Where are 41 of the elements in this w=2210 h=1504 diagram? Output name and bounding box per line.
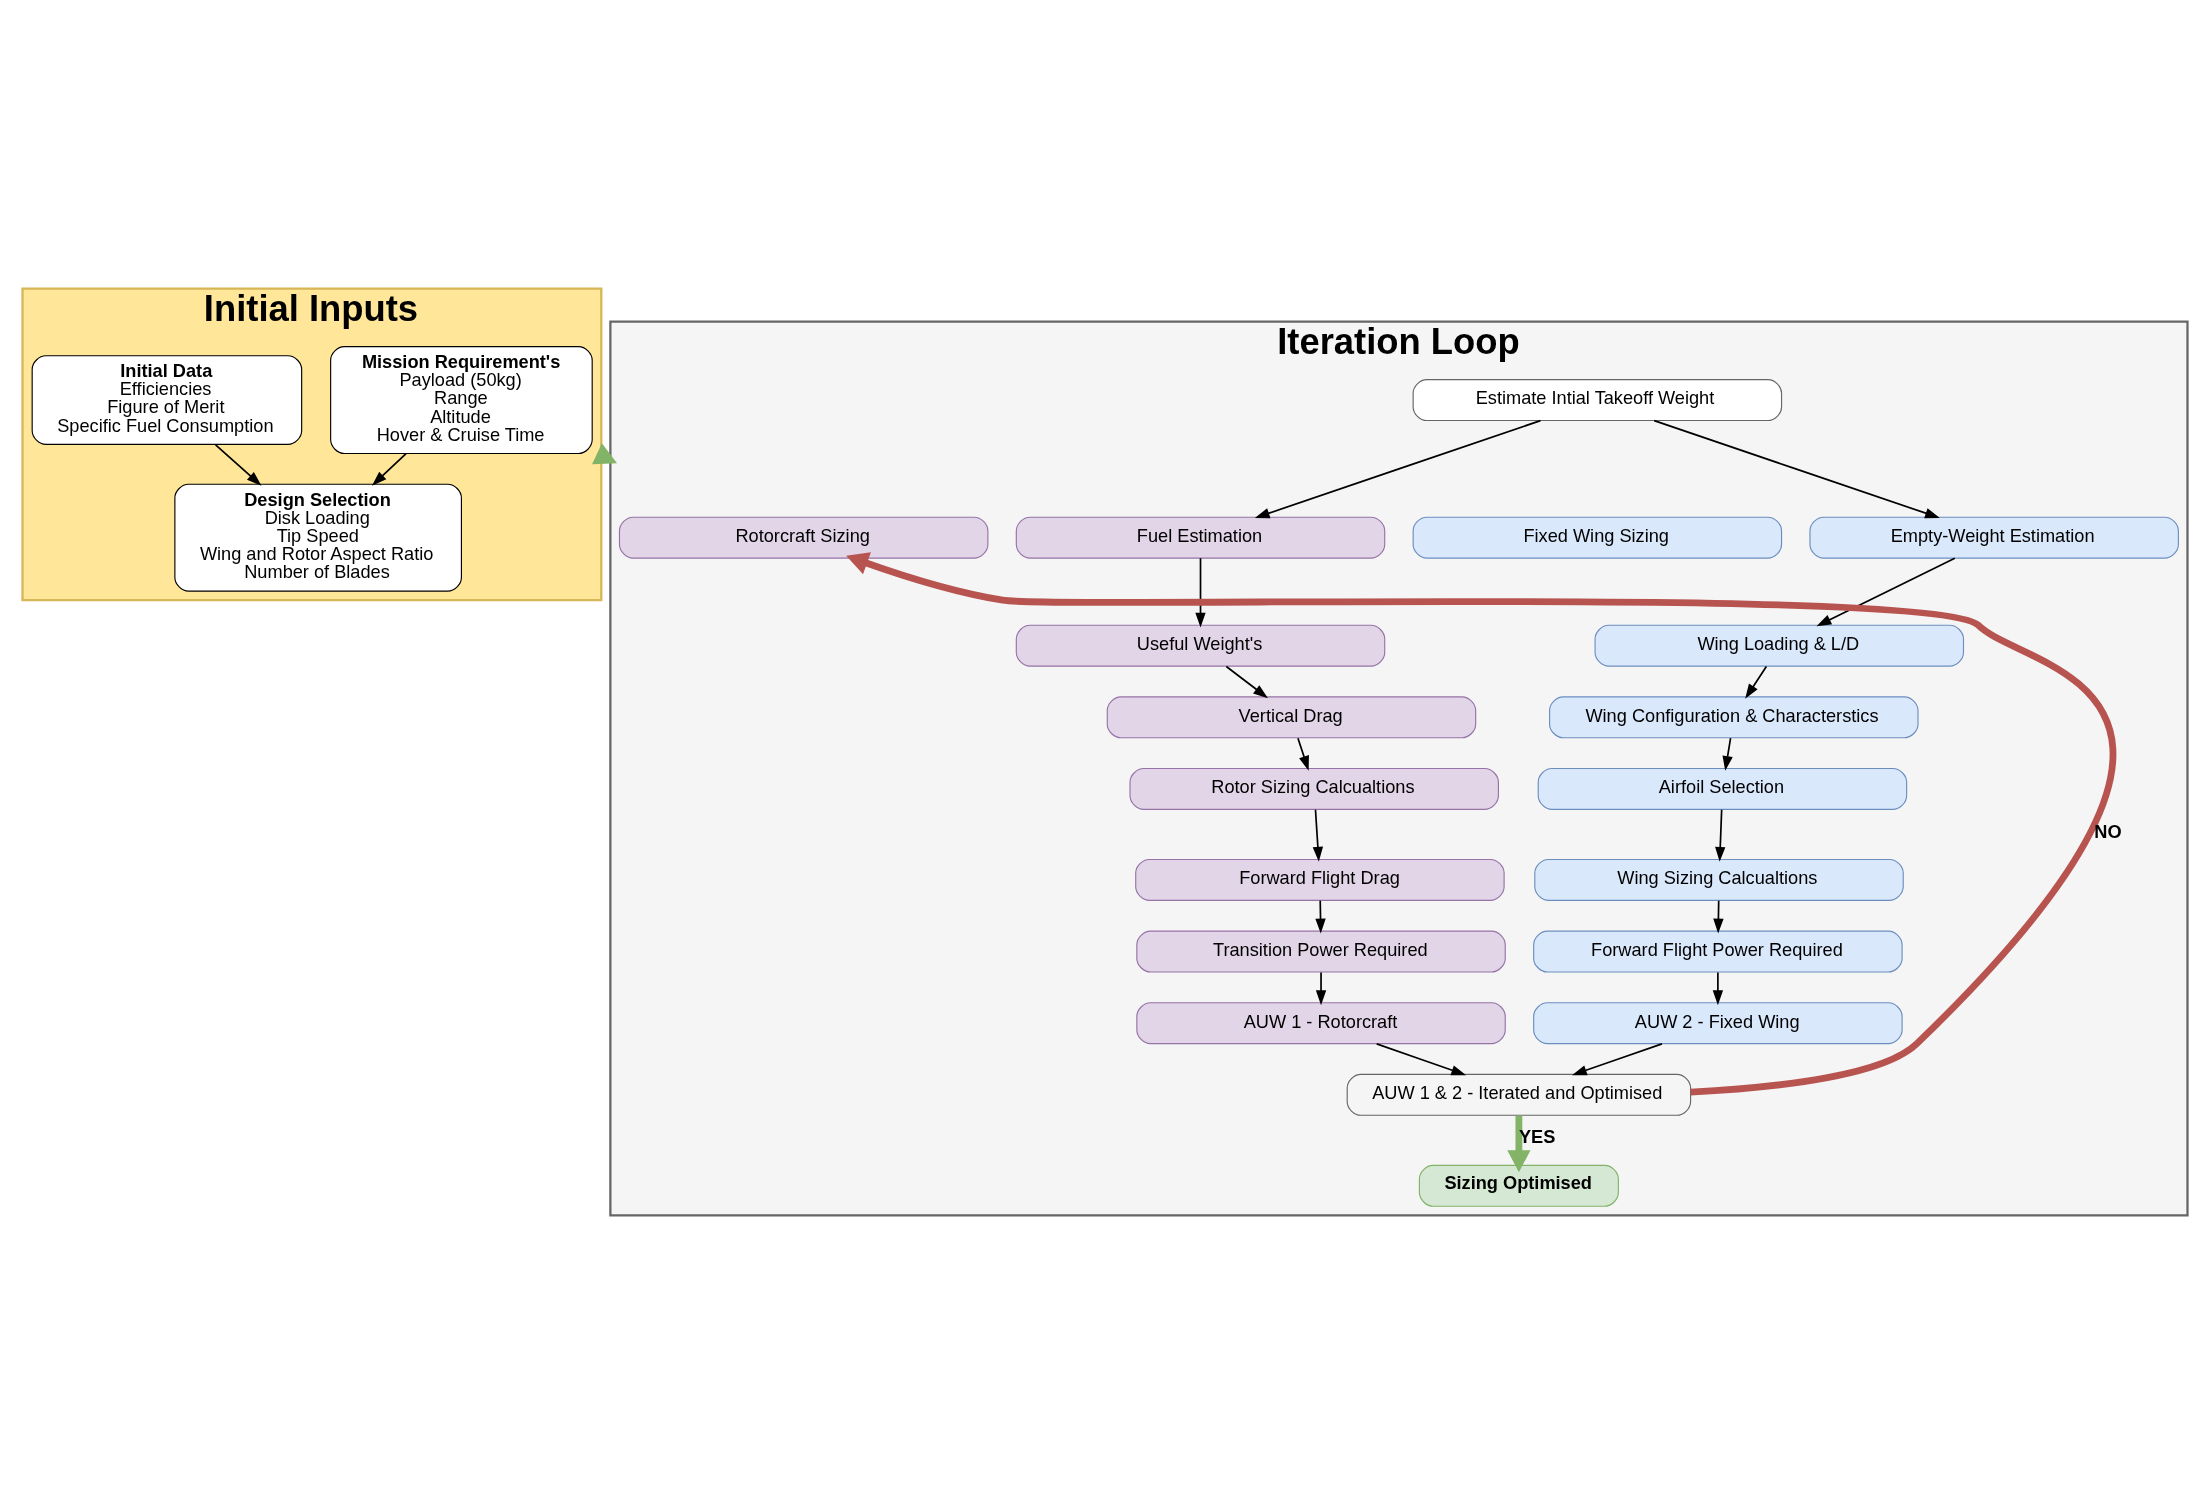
arrow — [1507, 1115, 1531, 1173]
node-box: Initial Data Efficiencies Figure of Merit Specific Fuel Consumption — [31, 355, 303, 445]
node-box: Wing Sizing Calcualtions — [1534, 858, 1904, 901]
node-box: Estimate Intial Takeoff Weight — [1412, 379, 1783, 422]
node-box: Fixed Wing Sizing — [1412, 516, 1783, 559]
node-box: Mission Requirement's Payload (50kg) Range Altitude Hover & Cruise Time — [330, 346, 593, 455]
arrow — [1712, 971, 1724, 1006]
arrow — [1315, 899, 1326, 934]
arrow — [1715, 808, 1726, 862]
node-box: AUW 1 - Rotorcraft — [1136, 1002, 1506, 1045]
arrow — [1312, 808, 1324, 862]
arrow — [1315, 971, 1327, 1006]
node-box: Useful Weight's — [1015, 624, 1386, 667]
node-box: AUW 1 & 2 - Iterated and Optimised — [1346, 1073, 1692, 1116]
arrow — [1713, 899, 1724, 934]
node-box: Rotor Sizing Calcualtions — [1129, 767, 1499, 810]
arrow — [1816, 557, 1956, 627]
edge-label: NO — [2094, 821, 2122, 842]
node-box: AUW 2 - Fixed Wing — [1533, 1002, 1903, 1045]
node-box: Transition Power Required — [1136, 930, 1506, 973]
node-box: Forward Flight Power Required — [1533, 930, 1903, 973]
node-box: Rotorcraft Sizing — [618, 516, 989, 559]
arrow — [1195, 557, 1206, 628]
node-box: Vertical Drag — [1106, 696, 1477, 739]
node-box: Airfoil Selection — [1537, 767, 1908, 810]
node-box: Sizing Optimised — [1418, 1164, 1619, 1207]
node-box: Design Selection Disk Loading Tip Speed Wing and Rotor Aspect Ratio Number of Blades — [174, 483, 462, 592]
arrow — [846, 552, 2115, 1096]
node-box: Forward Flight Drag — [1135, 858, 1505, 901]
arrow — [1722, 737, 1733, 771]
node-box: Empty-Weight Estimation — [1809, 516, 2179, 559]
arrow — [1653, 419, 1940, 519]
arrow — [214, 443, 262, 486]
arrow — [1745, 665, 1768, 699]
node-box: Wing Configuration & Characterstics — [1549, 696, 1919, 739]
arrow — [372, 452, 407, 486]
arrow — [1297, 737, 1309, 771]
node-box: Fuel Estimation — [1015, 516, 1386, 559]
node-box: Wing Loading & L/D — [1594, 624, 1965, 667]
arrow — [1254, 419, 1542, 519]
arrow — [1225, 665, 1268, 699]
